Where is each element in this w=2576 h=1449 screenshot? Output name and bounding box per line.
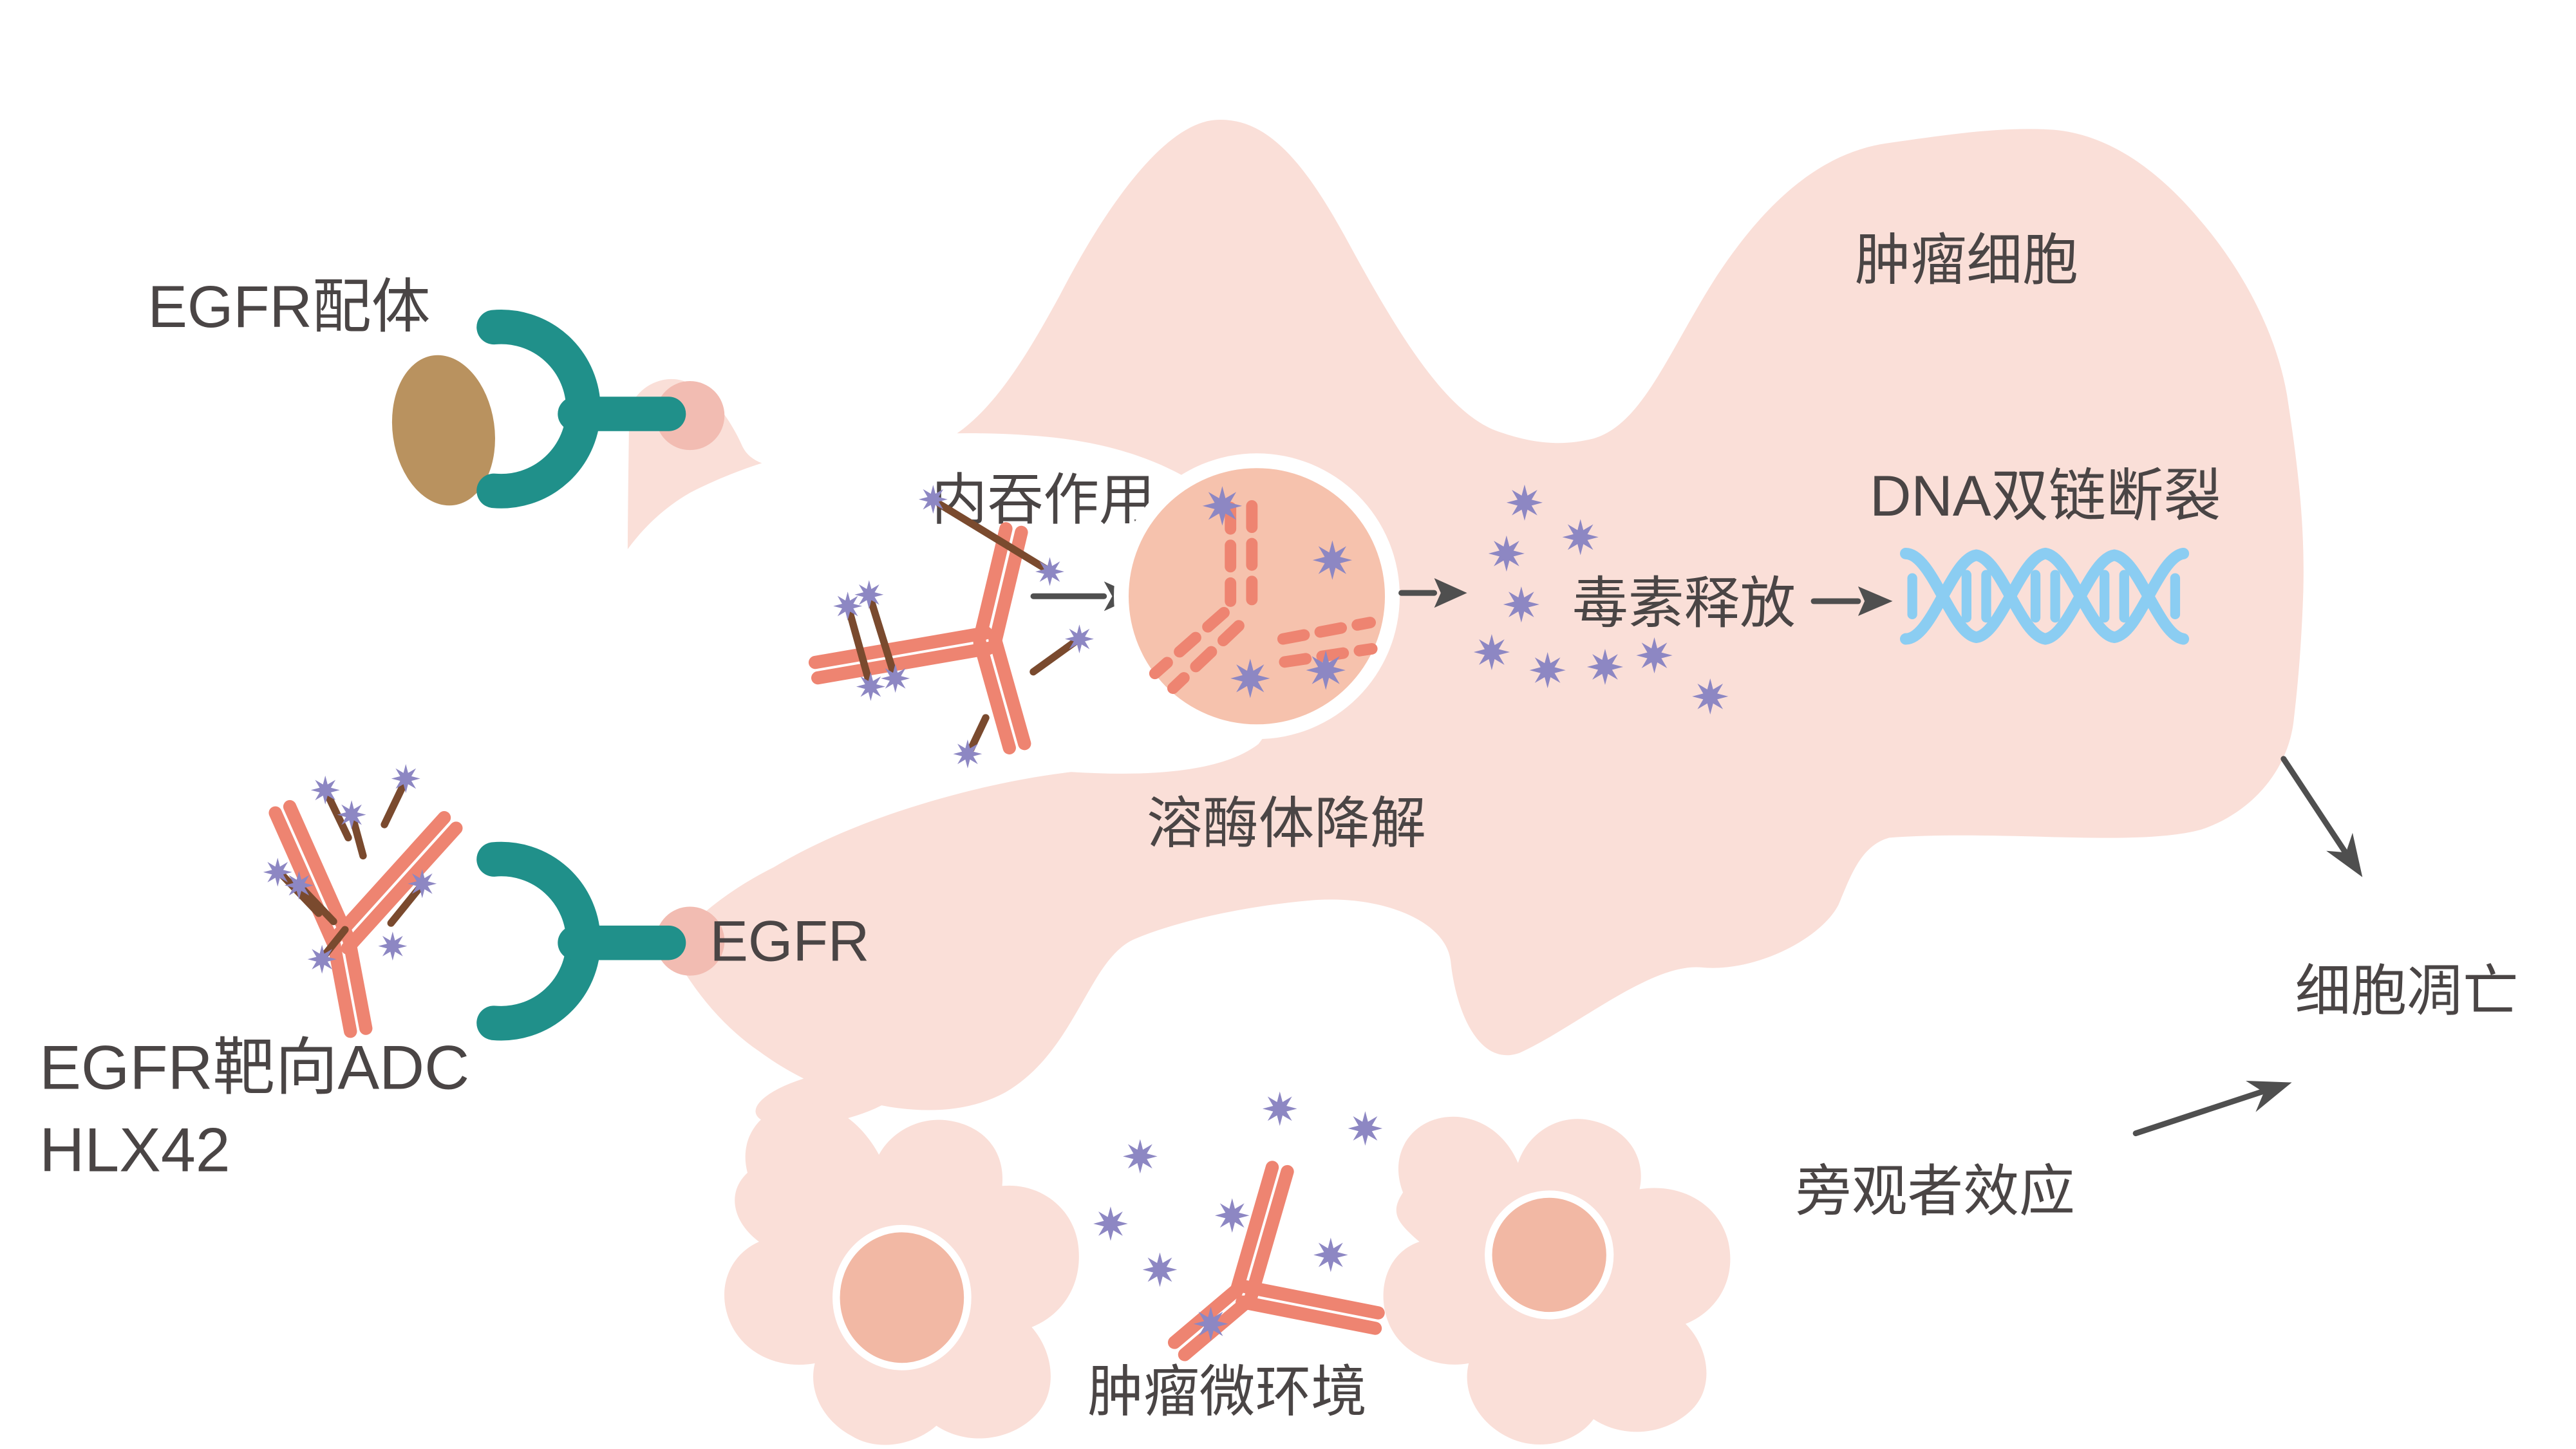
antibody-bar <box>1245 1164 1294 1304</box>
arrow-dna-to-apoptosis-icon <box>2280 756 2363 877</box>
toxin-star-icon <box>1473 633 1510 671</box>
adc-name-line1: EGFR靶向ADC <box>39 1033 469 1103</box>
lysosome-icon <box>1114 453 1400 740</box>
antibody-bar <box>808 626 993 669</box>
adc-antibody-icon <box>268 799 463 1038</box>
toxin-star-icon <box>953 739 982 769</box>
antibody-bar <box>343 935 373 1035</box>
egfr-receptor-bottom-icon <box>476 841 686 1041</box>
tumor-cell-label: 肿瘤细胞 <box>1855 229 2078 292</box>
toxin-star-icon <box>1636 637 1673 674</box>
egfr-receptor-top-icon <box>476 310 686 509</box>
toxin-star-icon <box>408 869 437 899</box>
toxin-star-icon <box>337 800 366 830</box>
endosome-bay <box>567 433 1289 951</box>
toxin-star-icon <box>1312 540 1353 580</box>
toxin-star-icon <box>856 672 885 702</box>
dna-break-label: DNA双链断裂 <box>1870 463 2221 528</box>
toxin-star-icon <box>307 944 337 974</box>
toxin-star-icon <box>263 857 292 887</box>
antibody-bar <box>973 636 1016 754</box>
antibody-bar <box>341 821 463 955</box>
toxin-star-icon <box>1064 624 1094 654</box>
toxin-release-label: 毒素释放 <box>1572 572 1796 635</box>
bystander-cell-right <box>1383 1116 1731 1445</box>
apoptosis-label: 细胞凋亡 <box>2295 960 2519 1022</box>
bystander-cell-left <box>724 1103 1079 1445</box>
toxin-star-icon <box>1214 1198 1250 1233</box>
egfr-ligand-label: EGFR配体 <box>148 274 431 340</box>
toxin-star-icon <box>1348 1111 1383 1146</box>
toxin-star-icon <box>1202 486 1243 526</box>
antibody-bar <box>811 641 995 685</box>
tumor-microenvironment-label: 肿瘤微环境 <box>1087 1361 1367 1423</box>
cell-nucleus <box>1485 1190 1614 1320</box>
toxin-star-icon <box>1488 535 1525 572</box>
cell-nucleus <box>832 1224 972 1370</box>
toxin-star-icon <box>1586 648 1624 686</box>
toxin-star-icon <box>918 485 948 514</box>
dna-helix-icon <box>1899 547 2190 645</box>
toxin-star-icon <box>1123 1139 1158 1174</box>
toxin-star-icon <box>881 664 910 693</box>
lysosome-degradation-label: 溶酶体降解 <box>1147 792 1426 855</box>
toxin-star-icon <box>1306 650 1346 690</box>
toxin-star-icon <box>1262 1091 1297 1126</box>
antibody-bar <box>988 631 1031 751</box>
bystander-effect-label: 旁观者效应 <box>1796 1161 2075 1223</box>
toxin-star-icon <box>1562 519 1599 556</box>
tumor-cell-body <box>627 120 2304 1110</box>
egfr-ligand-icon <box>391 355 495 506</box>
toxin-star-icon <box>1503 586 1539 623</box>
egfr-label: EGFR <box>710 909 869 973</box>
antibody-bar <box>1167 1282 1245 1349</box>
antibody-bar <box>327 937 357 1038</box>
toxin-star-icon <box>1529 652 1566 689</box>
antibody-bar <box>1236 1295 1382 1335</box>
toxin-star-icon <box>854 580 884 610</box>
toxin-star-icon <box>1193 1306 1228 1341</box>
toxin-star-icon <box>391 764 420 793</box>
toxin-star-icon <box>1093 1206 1128 1241</box>
toxin-star-icon <box>1142 1252 1178 1287</box>
toxin-star-icon <box>310 775 340 805</box>
antibody-bar <box>283 799 356 947</box>
arrow-toxin-to-dna-icon <box>1810 586 1893 616</box>
toxin-star-icon <box>1313 1237 1348 1273</box>
antibody-bar <box>1238 1280 1385 1320</box>
arrow-bystander-to-apoptosis-icon <box>2132 1080 2292 1137</box>
toxin-star-icon <box>1035 557 1064 586</box>
antibody-bar <box>329 811 451 944</box>
adc-antibody-released-icon <box>1167 1161 1385 1361</box>
adc-linkers <box>845 500 1078 753</box>
antibody-bar <box>973 522 1013 646</box>
toxin-star-icon <box>1230 659 1270 698</box>
toxin-star-icon <box>833 592 863 621</box>
toxin-star-icon <box>1506 484 1543 521</box>
arrow-lysosome-to-toxin-icon <box>1398 578 1467 608</box>
toxin-star-icon <box>284 870 314 900</box>
antibody-bar <box>1229 1161 1279 1299</box>
toxin-star-icon <box>1692 678 1729 715</box>
toxin-star-icon <box>378 931 408 961</box>
adc-name-line2: HLX42 <box>39 1114 230 1184</box>
